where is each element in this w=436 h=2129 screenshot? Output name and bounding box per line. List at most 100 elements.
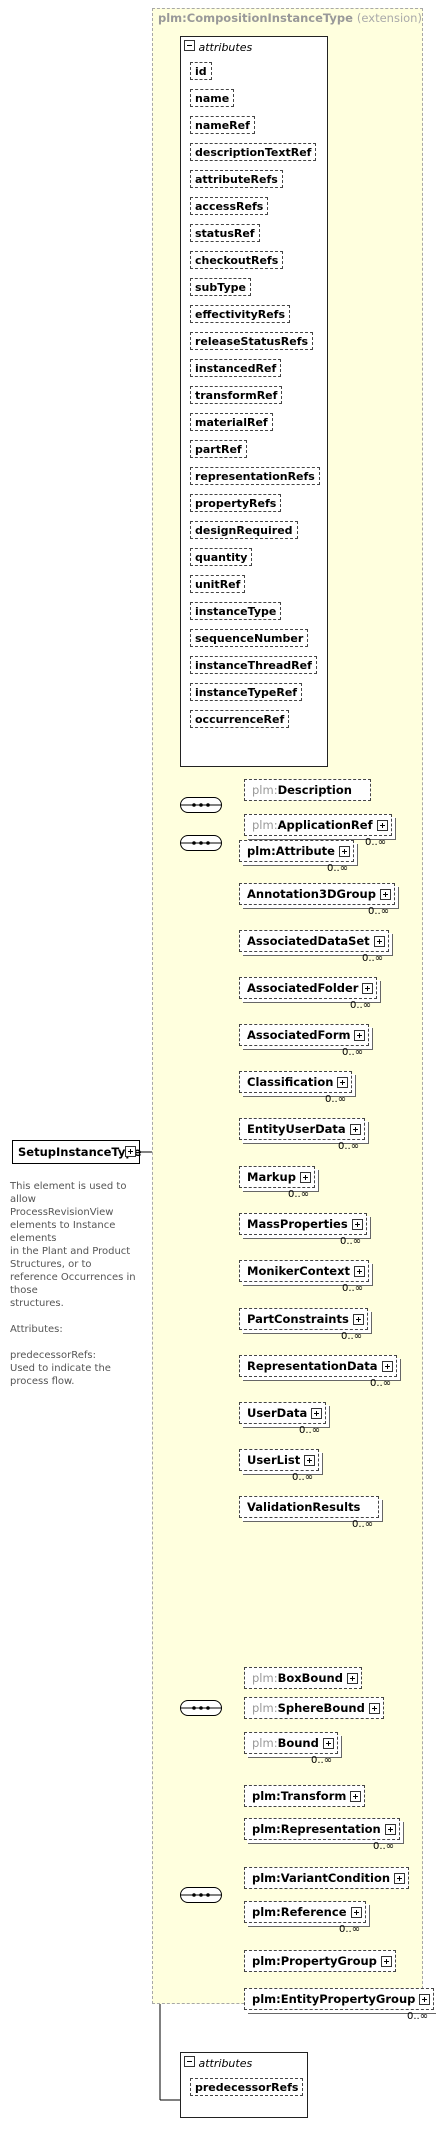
expand-icon[interactable] <box>362 983 374 994</box>
attributes-header[interactable]: attributes <box>184 40 252 54</box>
expand-icon[interactable] <box>338 846 350 857</box>
expand-icon[interactable] <box>384 1824 396 1835</box>
expand-icon[interactable] <box>368 1703 380 1714</box>
attribute-item[interactable]: instanceType <box>190 602 282 620</box>
element-box[interactable]: PartConstraints <box>239 1308 368 1330</box>
expand-icon[interactable] <box>125 1146 136 1157</box>
expand-icon[interactable] <box>311 1408 323 1419</box>
element-box[interactable]: plm:Transform <box>244 1785 366 1807</box>
attribute-item[interactable]: descriptionTextRef <box>190 143 317 161</box>
attribute-item[interactable]: representationRefs <box>190 467 320 485</box>
occurrence-label: 0..∞ <box>352 1519 374 1530</box>
attribute-item[interactable]: materialRef <box>190 413 273 431</box>
element-box[interactable]: AssociatedDataSet <box>239 930 389 952</box>
element-box[interactable]: UserData <box>239 1402 327 1424</box>
expand-icon[interactable] <box>354 1266 366 1277</box>
expand-icon[interactable] <box>373 936 385 947</box>
attribute-item[interactable]: propertyRefs <box>190 494 282 512</box>
attribute-item[interactable]: partRef <box>190 440 247 458</box>
element-box[interactable]: plm:PropertyGroup <box>244 1950 396 1972</box>
element-name: plm:Representation <box>252 1822 381 1836</box>
attribute-item[interactable]: unitRef <box>190 575 246 593</box>
element-box[interactable]: plm:ApplicationRef <box>244 814 392 836</box>
attribute-item[interactable]: designRequired <box>190 521 298 539</box>
attribute-item[interactable]: statusRef <box>190 224 260 242</box>
element-prefix: plm: <box>252 818 278 832</box>
expand-icon[interactable] <box>350 1907 362 1918</box>
expand-icon[interactable] <box>349 1124 361 1135</box>
occurrence-label: 0..∞ <box>342 1283 364 1294</box>
element-box[interactable]: Markup <box>239 1166 315 1188</box>
attribute-item[interactable]: instancedRef <box>190 359 282 377</box>
expand-icon[interactable] <box>379 889 391 900</box>
element-name: plm:PropertyGroup <box>252 1954 377 1968</box>
attribute-item[interactable]: id <box>190 62 212 80</box>
expand-icon[interactable] <box>304 1455 316 1466</box>
sequence-compositor[interactable] <box>180 1700 222 1716</box>
attribute-item[interactable]: accessRefs <box>190 197 269 215</box>
doc-line: predecessorRefs: <box>10 1350 96 1361</box>
element-box[interactable]: UserList <box>239 1449 320 1471</box>
element-box[interactable]: plm:SphereBound <box>244 1697 384 1719</box>
expand-icon[interactable] <box>354 1030 366 1041</box>
attribute-item[interactable]: predecessorRefs <box>190 2078 304 2096</box>
expand-icon[interactable] <box>350 1791 362 1802</box>
attribute-item[interactable]: transformRef <box>190 386 283 404</box>
expand-icon[interactable] <box>351 1219 363 1230</box>
element-box[interactable]: RepresentationData <box>239 1355 397 1377</box>
element-box[interactable]: plm:Reference <box>244 1901 366 1923</box>
attribute-item[interactable]: quantity <box>190 548 253 566</box>
expand-icon[interactable] <box>322 1738 334 1749</box>
element-box[interactable]: plm:VariantCondition <box>244 1867 410 1889</box>
attribute-item[interactable]: occurrenceRef <box>190 710 290 728</box>
attribute-item[interactable]: name <box>190 89 235 107</box>
element-name: plm:Transform <box>252 1789 347 1803</box>
attribute-item[interactable]: releaseStatusRefs <box>190 332 314 350</box>
element-box[interactable]: plm:Attribute <box>239 840 354 862</box>
doc-line: in the Plant and Product Structures, or … <box>10 1246 139 1296</box>
attribute-item[interactable]: nameRef <box>190 116 255 134</box>
expand-icon[interactable] <box>352 1314 364 1325</box>
element-box[interactable]: AssociatedFolder <box>239 977 378 999</box>
attribute-item[interactable]: instanceThreadRef <box>190 656 317 674</box>
expand-icon[interactable] <box>394 1873 406 1884</box>
occurrence-label: 0..∞ <box>292 1472 314 1483</box>
element-box[interactable]: EntityUserData <box>239 1118 365 1140</box>
element-name: MonikerContext <box>247 1264 351 1278</box>
element-box[interactable]: plm:BoxBound <box>244 1667 362 1689</box>
element-box[interactable]: ValidationResults <box>239 1496 380 1518</box>
own-attributes-header[interactable]: attributes <box>184 2056 252 2070</box>
occurrence-label: 0..∞ <box>325 1094 347 1105</box>
expand-icon[interactable] <box>346 1673 358 1684</box>
element-box[interactable]: plm:Representation <box>244 1818 400 1840</box>
attribute-item[interactable]: instanceTypeRef <box>190 683 303 701</box>
collapse-icon[interactable] <box>184 2056 195 2067</box>
element-box[interactable]: plm:EntityPropertyGroup <box>244 1988 435 2010</box>
expand-icon[interactable] <box>376 820 388 831</box>
element-box[interactable]: Annotation3DGroup <box>239 883 395 905</box>
sequence-compositor[interactable] <box>180 835 222 851</box>
element-box[interactable]: plm:Description <box>244 779 371 801</box>
sequence-compositor[interactable] <box>180 1887 222 1903</box>
element-box[interactable]: MassProperties <box>239 1213 367 1235</box>
expand-icon[interactable] <box>380 1956 392 1967</box>
expand-icon[interactable] <box>299 1172 311 1183</box>
element-box[interactable]: Classification <box>239 1071 353 1093</box>
element-box[interactable]: AssociatedForm <box>239 1024 370 1046</box>
doc-line: This element is used to allow ProcessRev… <box>10 1181 130 1244</box>
expand-icon[interactable] <box>337 1077 349 1088</box>
occurrence-label: 0..∞ <box>362 953 384 964</box>
attribute-item[interactable]: effectivityRefs <box>190 305 291 323</box>
element-box[interactable]: MonikerContext <box>239 1260 370 1282</box>
attribute-item[interactable]: attributeRefs <box>190 170 283 188</box>
attribute-item[interactable]: sequenceNumber <box>190 629 309 647</box>
sequence-compositor[interactable] <box>180 797 222 813</box>
expand-icon[interactable] <box>419 1994 431 2005</box>
root-element[interactable]: SetupInstanceType <box>12 1140 141 1164</box>
collapse-icon[interactable] <box>184 40 195 51</box>
attribute-item[interactable]: checkoutRefs <box>190 251 284 269</box>
element-box[interactable]: plm:Bound <box>244 1732 338 1754</box>
expand-icon[interactable] <box>381 1361 393 1372</box>
doc-line <box>10 1336 140 1349</box>
attribute-item[interactable]: subType <box>190 278 251 296</box>
